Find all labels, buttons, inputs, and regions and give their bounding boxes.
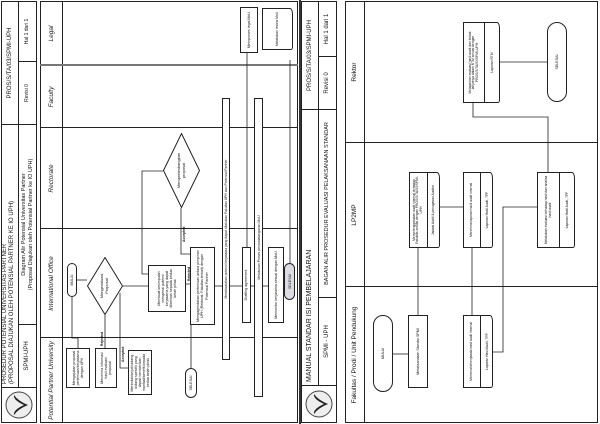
document-text: Memenuhi/menjawab hasil audit internal <box>464 316 482 387</box>
evaluate-proposal-decision: Mengevaluasi Proposal <box>87 257 123 315</box>
submit-proposal-step: Mengajukan proposal pertemuan/kerjasama … <box>66 348 90 388</box>
conduct-audit-document: Menyelenggarakan audit internal terhadap… <box>409 172 440 248</box>
document-output: Laporan Hasil Audit, TPP <box>484 333 489 370</box>
logo-cell <box>1 387 37 423</box>
drafting-agreement-step: Drafting agreement <box>242 247 251 323</box>
uph-logo-icon <box>5 391 33 419</box>
end-terminal: SELESAI <box>547 22 567 102</box>
uph-logo-icon <box>305 390 333 418</box>
document-output: Laporan Hasil Audit, TPP <box>484 191 489 229</box>
document-text: Menyelenggarakan audit internal terhadap… <box>410 173 428 247</box>
end-terminal: SELESAI <box>284 263 295 300</box>
document-output: Jadwal Audit & penugasan Auditor <box>431 184 436 236</box>
accepted-label: Accepted <box>121 346 125 362</box>
conclude-step: Membuat kesimpulan mengenai potensi kerj… <box>148 265 186 312</box>
accepted-label: Accepted <box>182 226 186 242</box>
respond-audit-document: Memenuhi/menjawab hasil audit internal L… <box>463 315 493 388</box>
left-document-page: PROSEDUR POTENSIAL UNIVERSITAS PARTNER (… <box>1 1 298 423</box>
evaluate-audit-document: Melakukan evaluasi terhadap hasil dan an… <box>537 172 575 248</box>
signing-mou-bar: Melakukan Proses penandatanganan MoU <box>254 98 263 397</box>
follow-up-step: Menindaklanjuti bidang-bidang spesifik y… <box>128 350 152 395</box>
start-terminal: MULAI <box>373 315 393 392</box>
receive-result-step: Menerima informasi hasil evaluasi propos… <box>95 348 117 388</box>
monitor-cooperation-step: Memonitor kerjasama sesuai dengan MoU <box>268 247 284 323</box>
legal-process-step: Memproses legal MoU <box>240 7 258 53</box>
legal-review-document: Melakukan review MoU <box>262 8 293 50</box>
document-output: Laporan Hasil Audit, TPP <box>565 191 570 229</box>
document-text: Melakukan review MoU <box>274 11 279 47</box>
decision-label: Mempertimbangkan proposal <box>175 152 186 189</box>
rejected-label: Rejected <box>187 266 191 281</box>
discuss-cooperation-bar: Membicarakan potensi kerjasama yang dapa… <box>222 98 230 360</box>
document-text: Melakukan evaluasi terhadap hasil dan an… <box>538 173 561 247</box>
document-output: Laporan RTM <box>490 52 495 73</box>
connectors <box>393 61 549 355</box>
schedule-meeting-step: Mengagendakan pertemuan antara pimpinan … <box>190 247 215 325</box>
decision-label: Mengevaluasi Proposal <box>99 273 109 299</box>
page-separator <box>299 0 301 424</box>
report-rtm-document: Melaporkan evaluasi hasil audit dan tind… <box>463 22 500 103</box>
consider-proposal-decision: Mempertimbangkan proposal <box>163 133 200 208</box>
rejected-label: Rejected <box>100 331 104 346</box>
logo-cell <box>301 385 337 423</box>
start-terminal: MULAI <box>67 263 77 297</box>
end-terminal: SELESAI <box>185 368 197 398</box>
document-text: Melaporkan evaluasi hasil audit dan tind… <box>464 23 486 102</box>
right-document-page: MANUAL STANDAR ISI PEMBELAJARAN PROS/S/T… <box>300 0 600 424</box>
document-text: Menerima laporan hasil audit internal <box>464 173 482 247</box>
receive-report-document: Menerima laporan hasil audit internal La… <box>463 172 493 248</box>
implement-standard-step: Melaksanakan Standar SPMI <box>408 315 428 388</box>
